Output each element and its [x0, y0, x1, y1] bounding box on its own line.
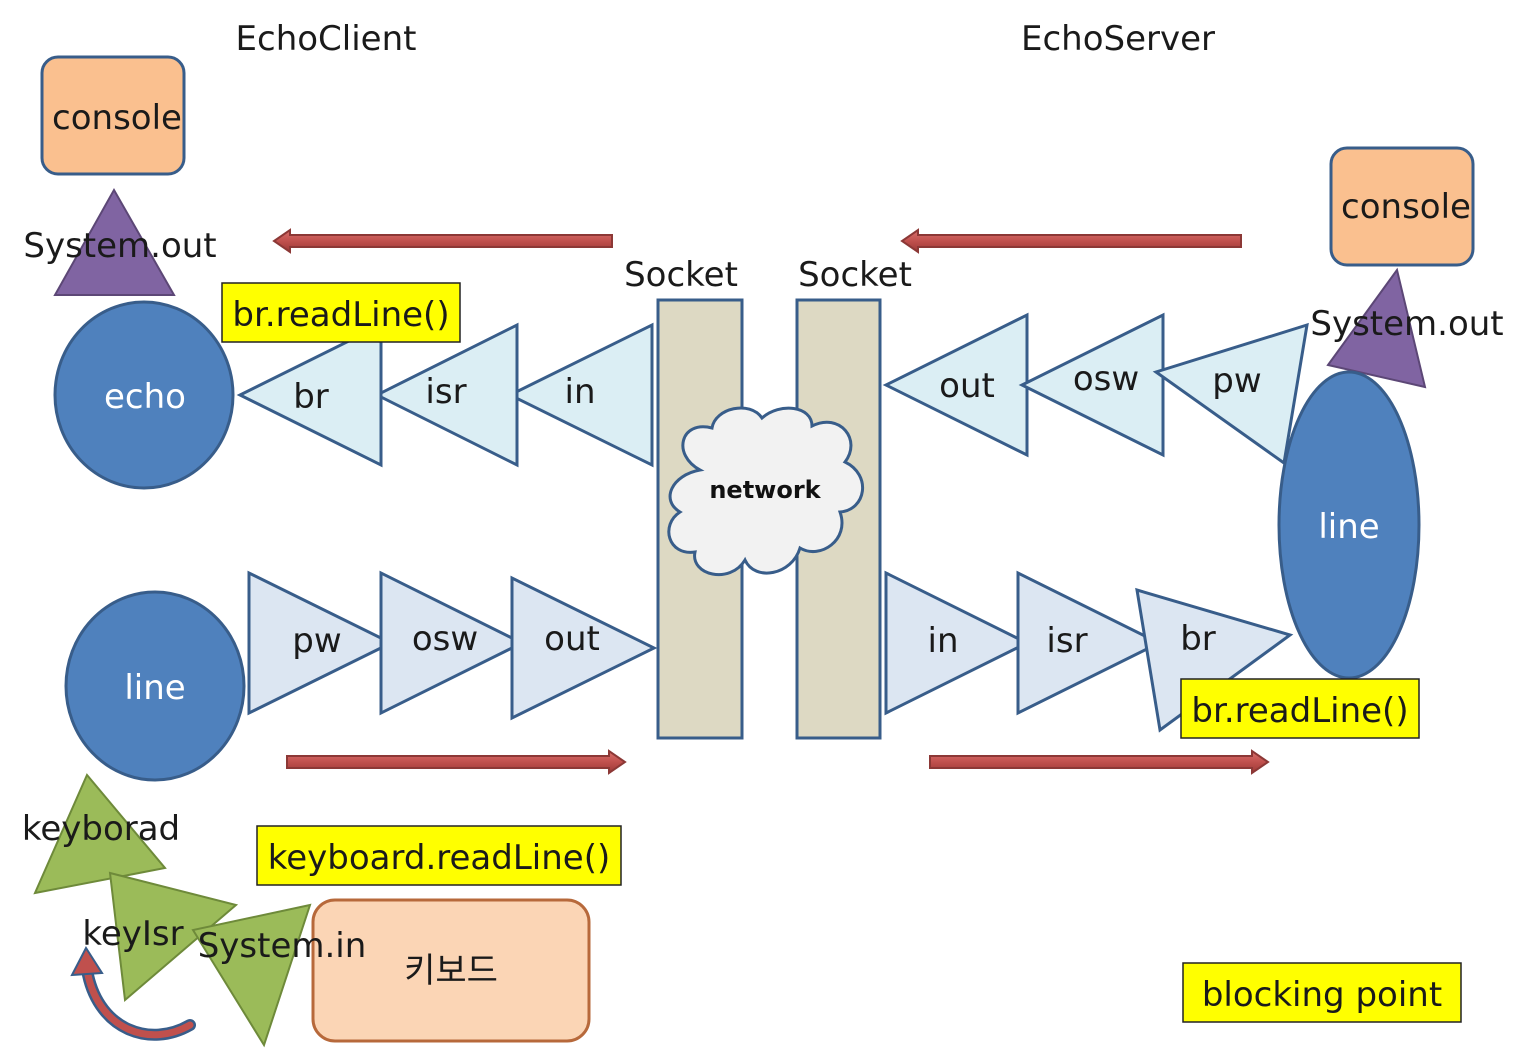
client-echo-variable	[53, 300, 235, 490]
client-osw-stream	[379, 570, 526, 716]
echo-client-title: EchoClient	[236, 19, 417, 59]
client-pw-stream	[247, 570, 395, 716]
key-isr-label: keyIsr	[82, 914, 183, 954]
server-console-box	[1329, 146, 1475, 267]
flow-arrow-client-out	[286, 749, 627, 775]
keyboard-reader-icon	[33, 773, 167, 895]
client-system-out-label: System.out	[23, 226, 216, 266]
client-in-stream	[506, 322, 654, 468]
client-console-box	[40, 55, 186, 176]
blocking-point-label: blocking point	[1202, 975, 1442, 1015]
server-osw-stream	[1018, 312, 1165, 458]
client-system-out-icon	[53, 187, 176, 296]
server-pw-stream	[1152, 322, 1309, 466]
client-line-label: line	[124, 668, 185, 708]
client-out-label: out	[544, 619, 600, 659]
client-isr-label: isr	[425, 372, 466, 412]
client-osw-label: osw	[412, 619, 478, 659]
client-br-stream	[236, 322, 383, 468]
server-br-readline-highlight	[1180, 678, 1420, 739]
server-in-label: in	[928, 621, 959, 661]
client-console-label: console	[52, 98, 182, 138]
key-isr-icon	[108, 871, 239, 1002]
client-br-label: br	[293, 377, 329, 417]
server-line-variable	[1277, 370, 1421, 680]
client-pw-label: pw	[292, 621, 341, 661]
server-br-label: br	[1180, 619, 1216, 659]
keyboard-readline-label: keyboard.readLine()	[268, 838, 610, 878]
server-osw-label: osw	[1073, 359, 1139, 399]
client-line-variable	[64, 590, 246, 782]
keyboard-device-box	[311, 898, 591, 1043]
system-in-label: System.in	[198, 926, 367, 966]
server-system-out-label: System.out	[1310, 304, 1503, 344]
server-console-label: console	[1341, 187, 1471, 227]
client-echo-label: echo	[104, 377, 186, 417]
server-system-out-icon	[1326, 267, 1427, 389]
echo-server-title: EchoServer	[1021, 19, 1215, 59]
keyboard-return-arrow	[70, 946, 196, 1041]
server-isr-label: isr	[1046, 621, 1087, 661]
keyboard-readline-highlight	[256, 825, 622, 886]
system-in-icon	[191, 903, 312, 1048]
client-in-label: in	[565, 372, 596, 412]
network-label: network	[709, 476, 821, 504]
server-br-readline-label: br.readLine()	[1191, 691, 1408, 731]
server-line-label: line	[1318, 507, 1379, 547]
client-br-readline-label: br.readLine()	[232, 295, 449, 335]
server-pw-label: pw	[1212, 361, 1261, 401]
flow-arrow-client-in	[272, 228, 613, 254]
client-out-stream	[510, 575, 658, 721]
server-in-stream	[884, 570, 1031, 716]
flow-arrow-server-out	[900, 228, 1242, 254]
server-socket-label: Socket	[798, 255, 912, 295]
server-out-label: out	[939, 366, 995, 406]
keyboard-device-label: 키보드	[404, 951, 498, 991]
client-br-readline-highlight	[221, 282, 461, 343]
client-isr-stream	[373, 322, 519, 468]
server-isr-stream	[1016, 570, 1163, 716]
keyborad-label: keyborad	[22, 809, 180, 849]
blocking-point-legend	[1182, 962, 1462, 1023]
client-socket-label: Socket	[624, 255, 738, 295]
flow-arrow-server-in	[929, 749, 1270, 775]
network-cloud	[667, 406, 864, 577]
